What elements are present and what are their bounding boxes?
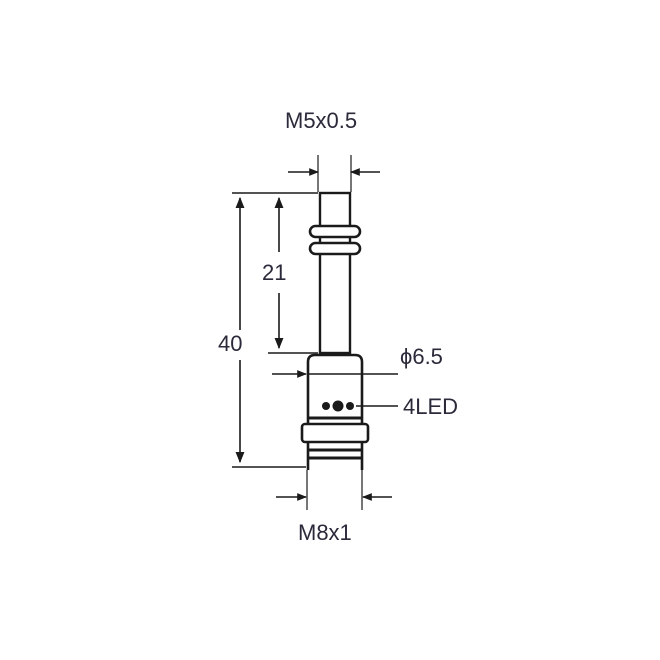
length-sensing-label: 21 <box>262 260 287 285</box>
thread-top-label: M5x0.5 <box>285 108 358 133</box>
sensor-head <box>308 191 362 355</box>
thread-bottom-label: M8x1 <box>298 520 352 545</box>
diameter-value: 6.5 <box>412 344 443 369</box>
length-40-dimension <box>232 192 318 468</box>
length-21-dimension <box>268 196 318 354</box>
led-label: 4LED <box>403 394 459 419</box>
m8-dimension <box>276 470 392 510</box>
length-total-label: 40 <box>218 331 243 356</box>
sensor-body <box>300 353 370 470</box>
diameter-label: ϕ6.5 <box>400 346 443 368</box>
m5-dimension <box>288 155 380 192</box>
diameter-symbol-icon: ϕ <box>400 344 413 369</box>
